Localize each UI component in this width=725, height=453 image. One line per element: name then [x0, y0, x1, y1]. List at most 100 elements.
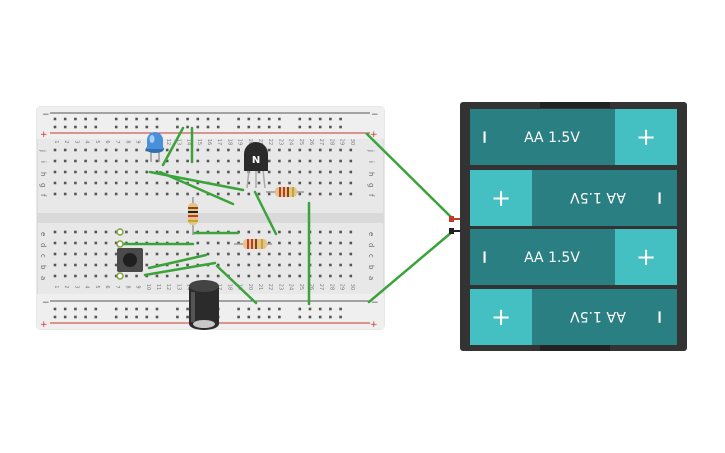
column-number: 12 [165, 139, 171, 145]
column-number: 28 [328, 139, 334, 145]
transistor[interactable]: N [244, 142, 268, 189]
battery-minus-label: − [474, 249, 495, 264]
battery-cell-label: AA 1.5V [524, 130, 580, 146]
row-letter: c [39, 254, 47, 258]
row-letter: b [367, 265, 375, 270]
column-number: 30 [349, 284, 355, 290]
column-number: 30 [349, 139, 355, 145]
transistor-label: N [252, 155, 260, 166]
row-letter: i [367, 161, 375, 163]
battery-pack[interactable]: +−AA 1.5V+−AA 1.5V+−AA 1.5V+−AA 1.5V [460, 102, 687, 351]
column-number: 28 [328, 284, 334, 290]
column-number: 21 [257, 139, 263, 145]
column-number: 20 [247, 139, 253, 145]
wire-battery-positive[interactable] [365, 132, 454, 220]
column-number: 4 [84, 285, 90, 288]
row-letter: j [39, 149, 47, 152]
column-number: 15 [196, 139, 202, 145]
battery-plus-label: + [491, 184, 511, 212]
column-number: 23 [277, 284, 283, 290]
row-letter: d [39, 243, 47, 247]
battery-plus-label: + [636, 123, 656, 151]
column-number: 29 [339, 284, 345, 290]
column-number: 6 [104, 285, 110, 288]
row-letter: a [367, 276, 375, 280]
column-number: 13 [175, 284, 181, 290]
battery-cell: +−AA 1.5V [470, 170, 677, 226]
column-number: 6 [104, 140, 110, 143]
column-number: 3 [73, 285, 79, 288]
rail-plus-label-top-right: + [370, 130, 378, 140]
wires [119, 126, 454, 306]
battery-plus-label: + [636, 243, 656, 271]
column-number: 27 [318, 139, 324, 145]
column-number: 1 [53, 140, 59, 143]
row-letter: h [39, 172, 47, 176]
wire[interactable] [215, 264, 258, 305]
rail-plus-label-top-left: + [40, 130, 48, 140]
column-number: 17 [216, 139, 222, 145]
column-number: 18 [226, 139, 232, 145]
rail-plus-label-bottom-right: + [370, 320, 378, 330]
column-number: 3 [73, 140, 79, 143]
row-letter: e [367, 232, 375, 236]
row-letter: d [367, 243, 375, 247]
wire[interactable] [253, 190, 278, 236]
column-number: 4 [84, 140, 90, 143]
column-number: 16 [206, 139, 212, 145]
battery-cell-label: AA 1.5V [524, 250, 580, 266]
pushbutton[interactable] [116, 228, 143, 280]
capacitor[interactable] [189, 280, 219, 330]
column-number: 13 [175, 139, 181, 145]
column-number: 9 [135, 140, 141, 143]
resistor[interactable] [266, 187, 304, 197]
rail-minus-label-bottom-left: − [42, 298, 50, 308]
rail-minus-label-top-left: − [42, 110, 50, 120]
battery-cell: + − AA 1.5V [470, 289, 677, 345]
column-number: 2 [63, 140, 69, 143]
row-letter: i [39, 161, 47, 163]
row-letter: c [367, 254, 375, 258]
wire[interactable] [161, 126, 185, 167]
wire[interactable] [143, 261, 217, 277]
battery-cell-label: AA 1.5V [570, 308, 626, 324]
rail-minus-label-bottom-right: − [371, 298, 379, 308]
column-number: 5 [94, 140, 100, 143]
battery-minus-label: − [649, 309, 670, 324]
row-letter: h [367, 172, 375, 176]
column-number: 7 [114, 140, 120, 143]
row-letter: f [367, 194, 375, 197]
row-letter: f [39, 194, 47, 197]
column-number: 2 [63, 285, 69, 288]
battery-plus-label: + [491, 303, 511, 331]
row-letter: g [367, 183, 375, 187]
column-number: 9 [135, 285, 141, 288]
row-letter: e [39, 232, 47, 236]
column-number: 19 [237, 139, 243, 145]
row-letter: a [39, 276, 47, 280]
battery-minus-label: − [474, 129, 495, 144]
column-number: 25 [298, 284, 304, 290]
wire[interactable] [158, 170, 235, 206]
column-number: 1 [53, 285, 59, 288]
led[interactable] [146, 132, 164, 162]
column-number: 26 [308, 284, 314, 290]
wire[interactable] [147, 253, 208, 270]
resistor[interactable] [234, 239, 272, 249]
column-number: 22 [267, 284, 273, 290]
battery-minus-label: − [649, 190, 670, 205]
wire-battery-negative[interactable] [367, 230, 454, 304]
rail-minus-label-top-right: − [371, 110, 379, 120]
column-number: 8 [124, 140, 130, 143]
battery-cell: + − AA 1.5V [470, 109, 677, 165]
column-number: 27 [318, 284, 324, 290]
column-number: 11 [155, 284, 161, 290]
column-number: 14 [186, 139, 192, 145]
resistor[interactable] [188, 197, 198, 235]
column-number: 7 [114, 285, 120, 288]
column-number: 23 [277, 139, 283, 145]
column-number: 24 [288, 284, 294, 290]
column-number: 20 [247, 284, 253, 290]
